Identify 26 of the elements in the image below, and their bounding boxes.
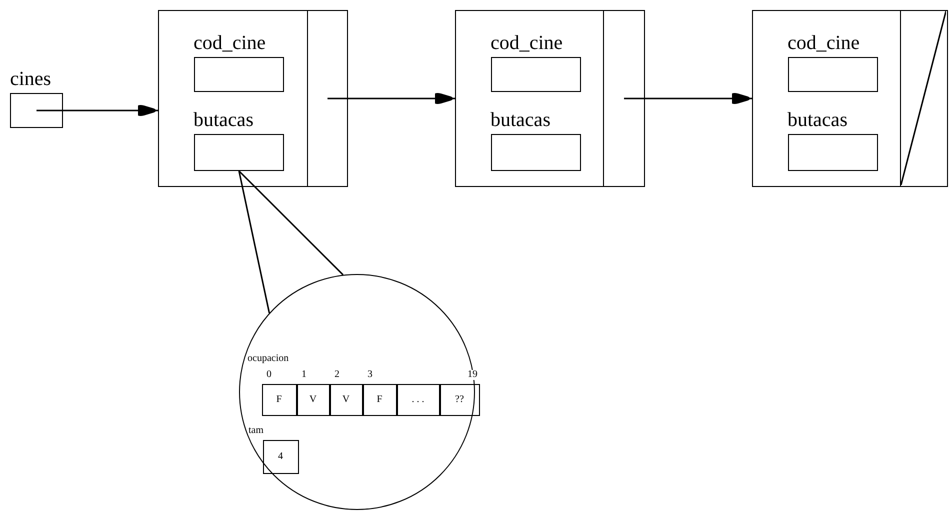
array-cell: V (296, 384, 330, 416)
array-index: 0 (266, 370, 272, 380)
zoom-line (238, 170, 270, 314)
array-cell: V (330, 384, 362, 416)
array-index: 2 (334, 370, 340, 380)
list-node-box (158, 10, 348, 187)
field-label: cod_cine (788, 32, 860, 52)
array-label: ocupacion (248, 354, 289, 364)
array-cell: F (262, 384, 296, 416)
array-cell: . . . (396, 384, 440, 416)
array-index: 19 (468, 370, 478, 380)
zoom-line (238, 170, 344, 276)
field-label: butacas (490, 110, 550, 130)
variable-name: cines (10, 69, 52, 89)
field-label: cod_cine (194, 32, 266, 52)
array-index: 1 (302, 370, 306, 380)
array-cell: F (362, 384, 396, 416)
list-node-box (752, 10, 948, 187)
array-cell: ?? (440, 384, 480, 416)
field-label: butacas (194, 110, 254, 130)
field-box: 4 (262, 440, 298, 474)
field-label: cod_cine (490, 32, 563, 52)
field-label: butacas (788, 110, 848, 130)
list-node-box (455, 10, 645, 187)
array-index: 3 (368, 370, 372, 380)
field-label: tam (248, 426, 264, 436)
